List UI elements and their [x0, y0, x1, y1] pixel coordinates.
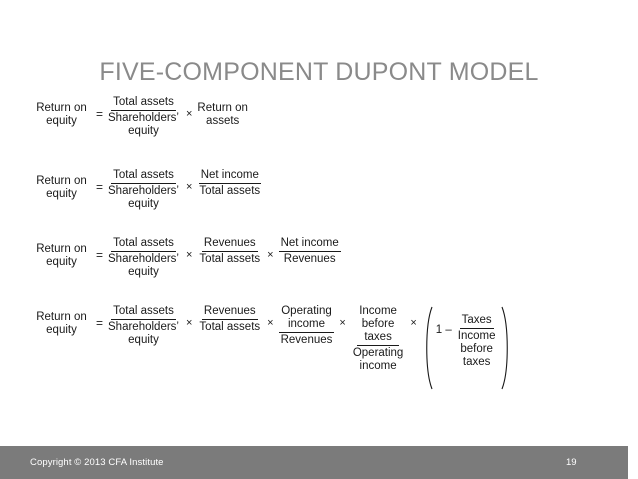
- lhs-label-4: Return on equity: [30, 305, 93, 337]
- fraction-denominator: Operating income: [352, 346, 404, 372]
- fraction-revenues-over-total-assets: Revenues Total assets: [197, 305, 262, 334]
- fraction-denominator: Shareholders’ equity: [108, 184, 179, 210]
- fraction-denominator: Shareholders’ equity: [108, 320, 179, 346]
- left-parenthesis-icon: [422, 305, 434, 391]
- times-sign: ×: [185, 317, 193, 329]
- fraction-net-income-over-total-assets: Net income Total assets: [197, 169, 262, 198]
- lhs-line1: Return on: [36, 243, 87, 255]
- fraction-total-assets-over-equity: Total assets Shareholders’ equity: [106, 96, 181, 138]
- equation-row-4: Return on equity = Total assets Sharehol…: [30, 305, 512, 391]
- times-sign: ×: [339, 317, 346, 329]
- fraction-numerator: Total assets: [111, 305, 176, 320]
- fraction-numerator: Income before taxes: [357, 305, 399, 346]
- equals-sign: =: [96, 107, 104, 121]
- fraction-taxes-over-income-before-taxes: Taxes Income before taxes: [456, 305, 498, 369]
- lhs-line2: equity: [46, 323, 77, 336]
- fraction-numerator: Net income: [278, 237, 341, 252]
- lhs-line1: Return on: [36, 102, 87, 114]
- equation-row-1: Return on equity = Total assets Sharehol…: [30, 96, 248, 138]
- equals-sign: =: [96, 248, 104, 262]
- fraction-denominator: Total assets: [199, 184, 261, 197]
- fraction-revenues-over-total-assets: Revenues Total assets: [197, 237, 262, 266]
- tax-retention-expression: 1 – Taxes Income before taxes: [434, 305, 500, 391]
- times-sign: ×: [185, 108, 193, 120]
- one-minus-label: 1 –: [435, 324, 452, 336]
- fraction-numerator: Total assets: [111, 96, 176, 111]
- tax-retention-group: 1 – Taxes Income before taxes: [422, 305, 512, 391]
- fraction-denominator: Total assets: [199, 252, 261, 265]
- fraction-numerator: Revenues: [201, 237, 258, 252]
- right-parenthesis-icon: [500, 305, 512, 391]
- lhs-label-2: Return on equity: [30, 169, 93, 201]
- lhs-line2: equity: [46, 114, 77, 127]
- lhs-line2: equity: [46, 255, 77, 268]
- fraction-income-before-taxes-over-operating-income: Income before taxes Operating income: [351, 305, 406, 372]
- lhs-line2: equity: [46, 187, 77, 200]
- fraction-numerator: Total assets: [111, 169, 176, 184]
- fraction-denominator: Revenues: [283, 252, 336, 265]
- fraction-denominator: Shareholders’ equity: [108, 252, 179, 278]
- lhs-label-1: Return on equity: [30, 96, 93, 128]
- footer-bar: [0, 446, 628, 479]
- equals-sign: =: [96, 180, 104, 194]
- term-return-on-assets: Return on assets: [197, 102, 248, 127]
- times-sign: ×: [267, 317, 274, 329]
- fraction-total-assets-over-equity: Total assets Shareholders’ equity: [106, 169, 181, 211]
- fraction-denominator: Revenues: [280, 333, 333, 346]
- equation-row-3: Return on equity = Total assets Sharehol…: [30, 237, 341, 279]
- page-number: 19: [566, 457, 577, 468]
- lhs-line1: Return on: [36, 175, 87, 187]
- times-sign: ×: [185, 181, 193, 193]
- lhs-label-3: Return on equity: [30, 237, 93, 269]
- equation-row-2: Return on equity = Total assets Sharehol…: [30, 169, 262, 211]
- fraction-denominator: Total assets: [199, 320, 261, 333]
- fraction-total-assets-over-equity: Total assets Shareholders’ equity: [106, 237, 181, 279]
- times-sign: ×: [267, 249, 274, 261]
- times-sign: ×: [185, 249, 193, 261]
- times-sign: ×: [410, 317, 417, 329]
- fraction-numerator: Taxes: [459, 314, 494, 329]
- fraction-numerator: Operating income: [279, 305, 334, 333]
- lhs-line1: Return on: [36, 311, 87, 323]
- page-title: FIVE-COMPONENT DUPONT MODEL: [99, 58, 539, 86]
- footer-copyright: Copyright © 2013 CFA Institute: [30, 457, 164, 468]
- fraction-operating-income-over-revenues: Operating income Revenues: [279, 305, 335, 347]
- fraction-numerator: Total assets: [111, 237, 176, 252]
- equals-sign: =: [96, 316, 104, 330]
- fraction-denominator: Shareholders’ equity: [108, 111, 179, 137]
- fraction-net-income-over-revenues: Net income Revenues: [278, 237, 341, 266]
- fraction-total-assets-over-equity: Total assets Shareholders’ equity: [106, 305, 181, 347]
- fraction-numerator: Net income: [198, 169, 261, 184]
- fraction-numerator: Revenues: [201, 305, 258, 320]
- fraction-denominator: Income before taxes: [457, 329, 496, 368]
